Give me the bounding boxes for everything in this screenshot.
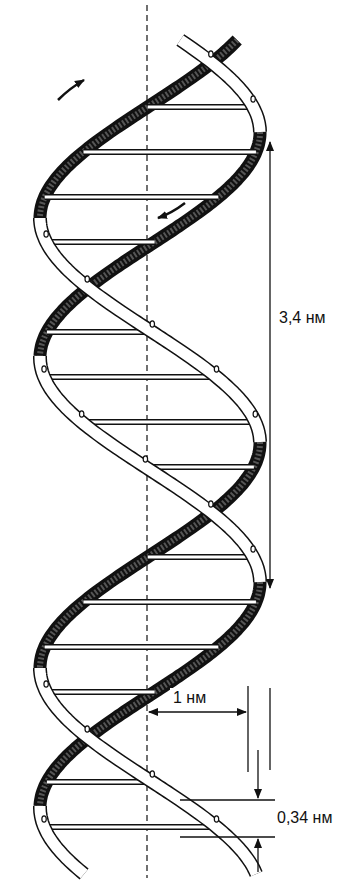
base-pair-outline xyxy=(148,554,253,560)
base-pair-outline xyxy=(46,689,154,695)
strand-ribbon xyxy=(40,806,84,874)
base-pair xyxy=(82,421,256,424)
base-pair-outline xyxy=(83,599,255,605)
dimension-lines xyxy=(149,142,275,872)
strand-outline xyxy=(180,40,260,132)
base-pair-outline xyxy=(44,824,216,830)
phosphate-dot xyxy=(209,501,213,507)
base-pair xyxy=(47,781,152,784)
rotation-arrows xyxy=(58,80,185,218)
base-pair xyxy=(46,241,154,244)
diameter-dimension: 1 нм xyxy=(170,688,209,708)
base-pair-outline xyxy=(145,464,253,470)
phosphate-dot xyxy=(42,816,46,822)
phosphate-dot xyxy=(85,726,89,732)
base-pair xyxy=(148,106,253,109)
strand-ribbon xyxy=(40,668,256,874)
phosphate-dot xyxy=(85,276,89,282)
base-pair-outline xyxy=(148,104,253,110)
phosphate-dot xyxy=(214,816,218,822)
phosphate-dot xyxy=(44,681,48,687)
base-pair-outline xyxy=(45,644,219,650)
strand-ribbon xyxy=(180,40,260,132)
base-pair xyxy=(44,826,216,829)
phosphate-dot xyxy=(79,411,83,417)
phosphate-dot xyxy=(143,456,147,462)
rise-dimension: 0,34 нм xyxy=(274,808,335,828)
front-strand xyxy=(40,40,260,874)
base-pair-outline xyxy=(46,239,154,245)
pitch-dimension: 3,4 нм xyxy=(276,308,329,328)
base-pair xyxy=(145,466,253,469)
base-pair-outline xyxy=(45,194,219,200)
phosphate-dot xyxy=(150,771,154,777)
strand-outline xyxy=(40,668,256,874)
phosphate-dot xyxy=(253,411,257,417)
base-pairs xyxy=(44,62,256,827)
phosphate-dot xyxy=(214,366,218,372)
base-pair-outline xyxy=(82,419,256,425)
base-pair xyxy=(47,331,152,334)
strand-outline xyxy=(40,218,260,442)
base-pair-outline xyxy=(44,374,216,380)
phosphate-dot xyxy=(251,96,255,102)
phosphate-dot xyxy=(42,366,46,372)
phosphate-dot xyxy=(150,321,154,327)
back-strand xyxy=(40,40,260,806)
strand-outline xyxy=(40,806,84,874)
base-pair xyxy=(45,646,219,649)
phosphate-dot xyxy=(251,546,255,552)
base-pair xyxy=(83,601,255,604)
phosphate-dot xyxy=(44,231,48,237)
base-pair xyxy=(44,376,216,379)
base-pair xyxy=(45,196,219,199)
phosphate-dot xyxy=(209,51,213,57)
base-pair-outline xyxy=(83,149,255,155)
strand-ribbon xyxy=(40,218,260,442)
helix-axis xyxy=(146,5,147,878)
base-pair xyxy=(46,691,154,694)
base-pair xyxy=(83,151,255,154)
base-pair xyxy=(148,556,253,559)
